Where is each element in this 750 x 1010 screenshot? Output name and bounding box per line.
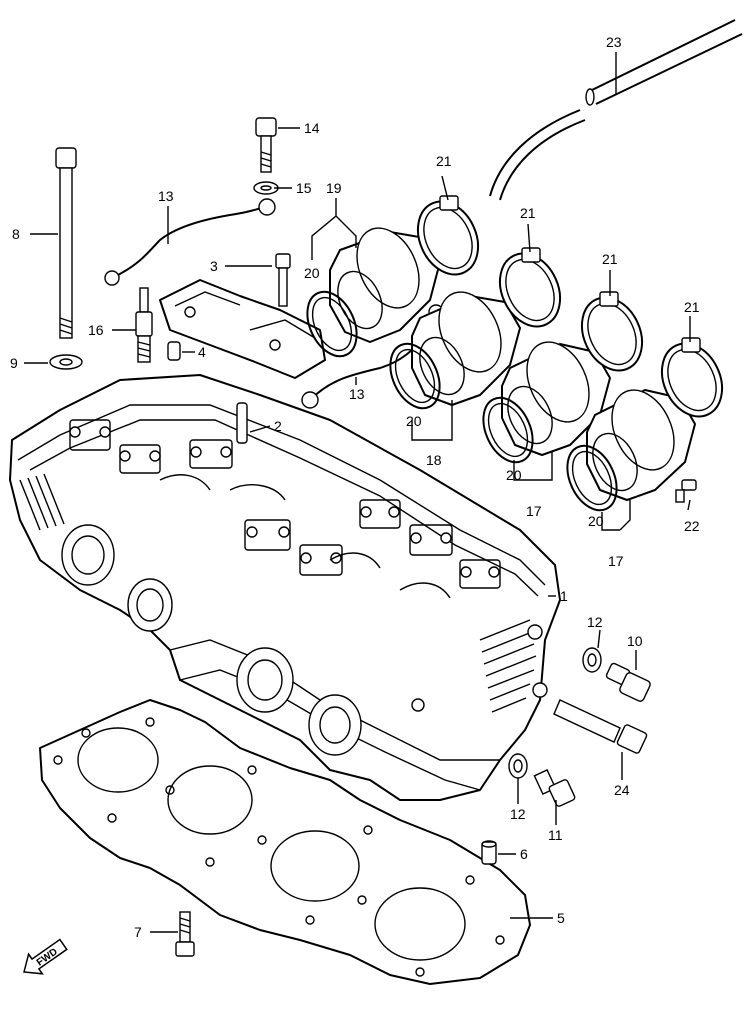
callout-20c: 20 (506, 467, 522, 483)
union-bolt[interactable] (553, 699, 648, 754)
callout-21b: 21 (520, 205, 536, 221)
callout-5: 5 (557, 910, 565, 926)
callout-22: 22 (684, 518, 700, 534)
callout-11: 11 (548, 827, 563, 843)
gasket-washer-lower[interactable] (508, 753, 528, 779)
gasket-dowel[interactable] (481, 840, 497, 865)
washer[interactable] (49, 354, 83, 370)
callout-24: 24 (614, 782, 630, 798)
callout-17b: 17 (608, 553, 624, 569)
callout-3: 3 (210, 258, 218, 274)
part-callouts: 1 2 3 4 5 6 7 8 9 10 11 12 12 13 13 14 1… (10, 34, 700, 940)
intake-pipe-3[interactable] (499, 332, 611, 456)
callout-20d: 20 (588, 513, 604, 529)
callout-9: 9 (10, 355, 18, 371)
o-ring-2[interactable] (381, 336, 450, 416)
cylinder-stud-bolt[interactable] (55, 147, 77, 339)
oil-hole-bolt[interactable] (533, 769, 576, 807)
dowel-pin[interactable] (236, 402, 248, 444)
callout-21d: 21 (684, 299, 700, 315)
holder-dowel[interactable] (167, 341, 181, 361)
callout-16: 16 (88, 322, 104, 338)
callout-2: 2 (274, 418, 282, 434)
hose-clamp-4[interactable] (651, 334, 734, 427)
camshaft-holder[interactable] (159, 279, 326, 379)
fwd-arrow-icon: FWD (23, 938, 68, 975)
callout-6: 6 (520, 846, 528, 862)
callout-15: 15 (296, 180, 312, 196)
callout-4: 4 (198, 344, 206, 360)
callout-14: 14 (304, 120, 320, 136)
head-gasket[interactable] (39, 699, 531, 985)
screw[interactable] (675, 479, 697, 503)
callout-23: 23 (606, 34, 622, 50)
callout-18: 18 (426, 452, 442, 468)
callout-13a: 13 (158, 188, 174, 204)
cam-holder-bolt[interactable] (275, 253, 291, 307)
union-fitting[interactable] (605, 662, 652, 703)
callout-21a: 21 (436, 153, 452, 169)
callout-10: 10 (627, 633, 643, 649)
callout-19: 19 (326, 180, 342, 196)
cam-cover-bolt[interactable] (255, 117, 277, 173)
oil-pipe-upper[interactable] (104, 198, 276, 286)
callout-12a: 12 (587, 614, 603, 630)
o-ring-1[interactable] (298, 284, 367, 364)
head-bolt-small[interactable] (175, 911, 195, 957)
spark-plug[interactable] (135, 287, 153, 363)
o-ring-4[interactable] (558, 438, 627, 518)
callout-17a: 17 (526, 503, 542, 519)
callout-13b: 13 (349, 386, 365, 402)
callout-21c: 21 (602, 251, 618, 267)
callout-12b: 12 (510, 806, 526, 822)
gasket-washer-upper[interactable] (582, 647, 602, 673)
hose-clamp-1[interactable] (407, 192, 490, 285)
callout-20a: 20 (304, 265, 320, 281)
hose-clamp-2[interactable] (489, 244, 572, 337)
cylinder-head[interactable] (9, 374, 561, 801)
hose-clamp-3[interactable] (571, 288, 654, 381)
callout-1: 1 (560, 588, 568, 604)
callout-7: 7 (134, 924, 142, 940)
o-ring-3[interactable] (474, 390, 543, 470)
leader-lines (24, 52, 691, 933)
callout-8: 8 (12, 226, 20, 242)
callout-20b: 20 (406, 413, 422, 429)
